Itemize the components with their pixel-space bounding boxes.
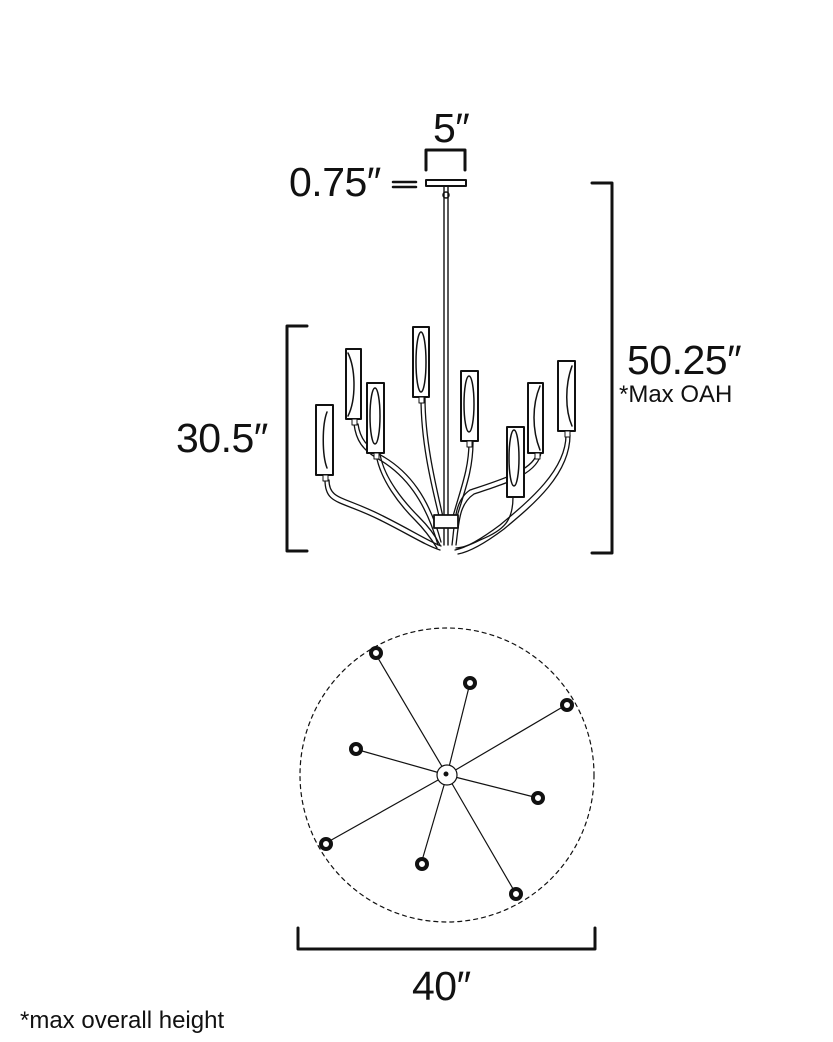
footnote: *max overall height (20, 1007, 225, 1034)
canopy-height-label: 0.75″ (289, 159, 381, 205)
shade-3 (366, 382, 385, 460)
top-view-arms (325, 652, 567, 895)
shade-6 (506, 426, 525, 498)
diameter-bracket (296, 926, 597, 951)
shade-2 (345, 348, 362, 426)
top-view-lights (319, 646, 574, 901)
shade-4 (412, 326, 430, 404)
canopy-width-label: 5″ (433, 105, 470, 151)
arms (324, 397, 571, 555)
shade-1 (315, 404, 334, 482)
stem (443, 185, 449, 546)
diameter-circle (299, 627, 595, 923)
overall-height-note: *Max OAH (619, 381, 733, 408)
canopy-height-marker (391, 180, 418, 189)
canopy-width-bracket (424, 148, 467, 172)
overall-height-bracket (590, 181, 614, 555)
shade-5 (460, 370, 479, 448)
overall-height-label: 50.25″ (627, 337, 742, 383)
body-height-label: 30.5″ (176, 415, 268, 461)
diameter-label: 40″ (412, 963, 471, 1009)
body-height-bracket (285, 324, 309, 553)
canopy (425, 179, 467, 187)
shades (315, 326, 576, 498)
hub (433, 514, 459, 529)
shade-8 (557, 360, 576, 438)
shade-7 (527, 382, 544, 460)
